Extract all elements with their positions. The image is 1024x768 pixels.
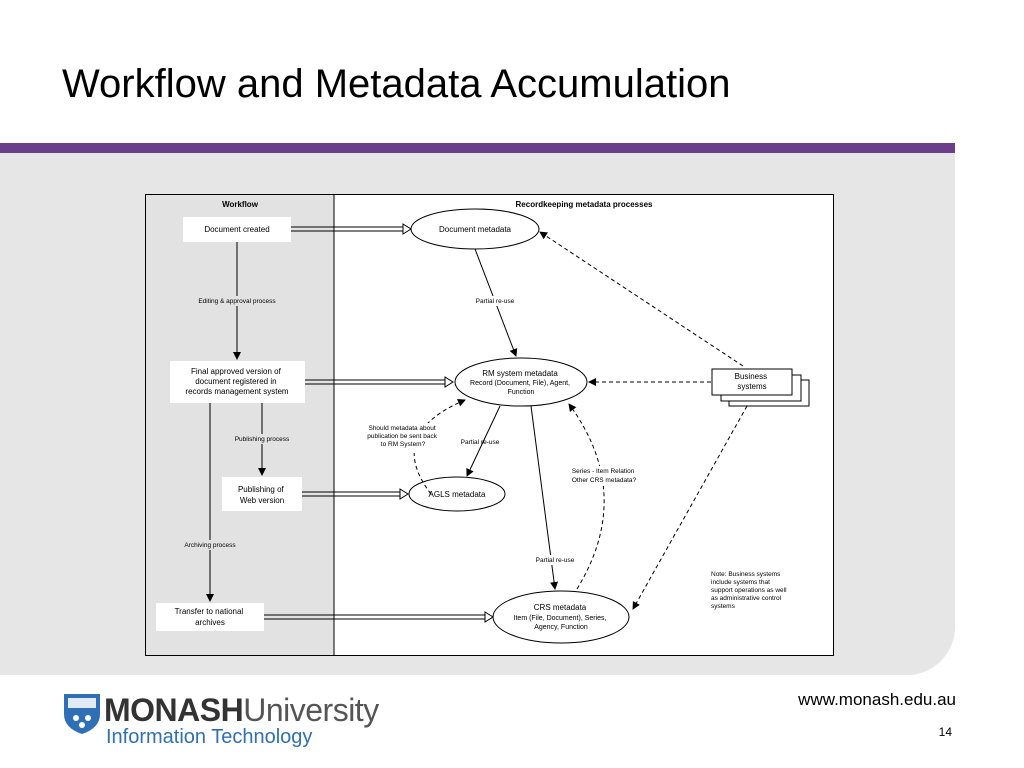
arrow-transfer-to-crs xyxy=(264,611,494,623)
note-text: Note: Business systems include systems t… xyxy=(711,571,788,610)
line: Document created xyxy=(204,225,269,234)
footer-url[interactable]: www.monash.edu.au xyxy=(798,690,956,709)
line: Should metadata about xyxy=(368,425,435,432)
ellipse-rm-metadata: RM system metadata Record (Document, Fil… xyxy=(454,357,588,407)
dashed-crs-to-rm xyxy=(568,403,605,590)
label-bg xyxy=(178,540,242,550)
line: document registered in xyxy=(195,377,276,386)
box-document-created-text: Document created xyxy=(204,225,269,234)
line: Note: Business systems xyxy=(711,571,781,578)
line: Record (Document, File), Agent, xyxy=(470,380,570,387)
line: Item (File, Document), Series, xyxy=(514,615,607,622)
line: Final approved version of xyxy=(191,367,282,376)
label-bg xyxy=(187,296,287,306)
ellipse-rm-meta-text: RM system metadata Record (Document, Fil… xyxy=(470,369,572,396)
line: CRS metadata xyxy=(534,603,587,612)
label-partial-1: Partial re-use xyxy=(476,298,515,305)
ellipse-crs-metadata: CRS metadata Item (File, Document), Seri… xyxy=(492,590,630,644)
page-number: 14 xyxy=(938,725,952,739)
label-bg xyxy=(563,466,647,486)
wordmark: MONASHUniversity xyxy=(104,692,379,729)
line: Transfer to national xyxy=(175,607,244,616)
monash-logo: MONASHUniversity Information Technology xyxy=(62,688,402,752)
line: to RM System? xyxy=(381,441,426,448)
ellipse-crs-text: CRS metadata Item (File, Document), Seri… xyxy=(514,603,609,631)
label-partial-3: Partial re-use xyxy=(536,557,575,564)
label-bg xyxy=(470,296,520,306)
box-publishing-text: Publishing of Web version xyxy=(238,485,286,505)
box-final-approved: Final approved version of document regis… xyxy=(170,361,305,403)
arrow-rm-to-agls xyxy=(466,405,501,477)
line: Agency, Function xyxy=(534,624,588,631)
wordmark-bold: MONASH xyxy=(104,692,244,728)
line: Function xyxy=(508,389,535,396)
line: Document metadata xyxy=(439,225,512,234)
ellipse-document-metadata: Document metadata xyxy=(410,208,540,250)
logo-subtitle: Information Technology xyxy=(106,726,313,748)
line: Publishing of xyxy=(238,485,285,494)
box-transfer-text: Transfer to national archives xyxy=(175,607,246,627)
line: support operations as well xyxy=(711,587,787,594)
wordmark-light: University xyxy=(243,692,379,728)
ellipse-doc-meta-text: Document metadata xyxy=(439,225,512,234)
label-archiving: Archiving process xyxy=(184,542,236,549)
line: as administrative control xyxy=(711,595,782,602)
label-editing: Editing & approval process xyxy=(198,298,276,305)
line: Business xyxy=(735,372,767,381)
box-publishing: Publishing of Web version xyxy=(222,477,302,511)
line: archives xyxy=(195,618,225,627)
business-systems-text: Business systems xyxy=(735,372,770,391)
box-final-approved-text: Final approved version of document regis… xyxy=(185,367,288,396)
slide-title: Workflow and Metadata Accumulation xyxy=(62,62,731,106)
label-series: Series - Item Relation Other CRS metadat… xyxy=(572,468,637,484)
dashed-business-to-doc-meta xyxy=(539,231,744,367)
line: AGLS metadata xyxy=(429,490,486,499)
ellipse-agls-text: AGLS metadata xyxy=(429,490,486,499)
accent-bar xyxy=(0,143,955,153)
arrow-final-to-rm-meta xyxy=(305,376,454,388)
workflow-diagram: Workflow Recordkeeping metadata processe… xyxy=(145,194,834,656)
line: Web version xyxy=(240,496,284,505)
line: publication be sent back xyxy=(367,433,437,440)
box-document-created: Document created xyxy=(183,217,291,242)
line: records management system xyxy=(185,387,288,396)
ellipse-agls-metadata: AGLS metadata xyxy=(408,476,506,512)
arrow-doc-created-to-doc-meta xyxy=(291,223,412,235)
line: systems xyxy=(737,382,766,391)
line: systems xyxy=(711,603,736,610)
label-question: Should metadata about publication be sen… xyxy=(367,425,439,448)
workflow-header: Workflow xyxy=(222,200,259,209)
line: RM system metadata xyxy=(482,369,558,378)
arrow-publishing-to-agls xyxy=(302,488,409,500)
box-transfer: Transfer to national archives xyxy=(156,603,264,631)
dashed-business-to-crs xyxy=(632,405,748,610)
label-publishing-process: Publishing process xyxy=(235,436,290,443)
crest-icon xyxy=(64,694,100,734)
line: Other CRS metadata? xyxy=(572,477,637,484)
label-bg xyxy=(363,423,443,453)
label-bg xyxy=(530,555,580,565)
label-partial-2: Partial re-use xyxy=(461,439,500,446)
line: Series - Item Relation xyxy=(572,468,635,475)
processes-header: Recordkeeping metadata processes xyxy=(516,200,653,209)
line: include systems that xyxy=(711,579,770,586)
business-systems-stack: Business systems xyxy=(711,368,810,407)
workflow-column xyxy=(146,195,334,655)
label-bg xyxy=(229,434,295,444)
